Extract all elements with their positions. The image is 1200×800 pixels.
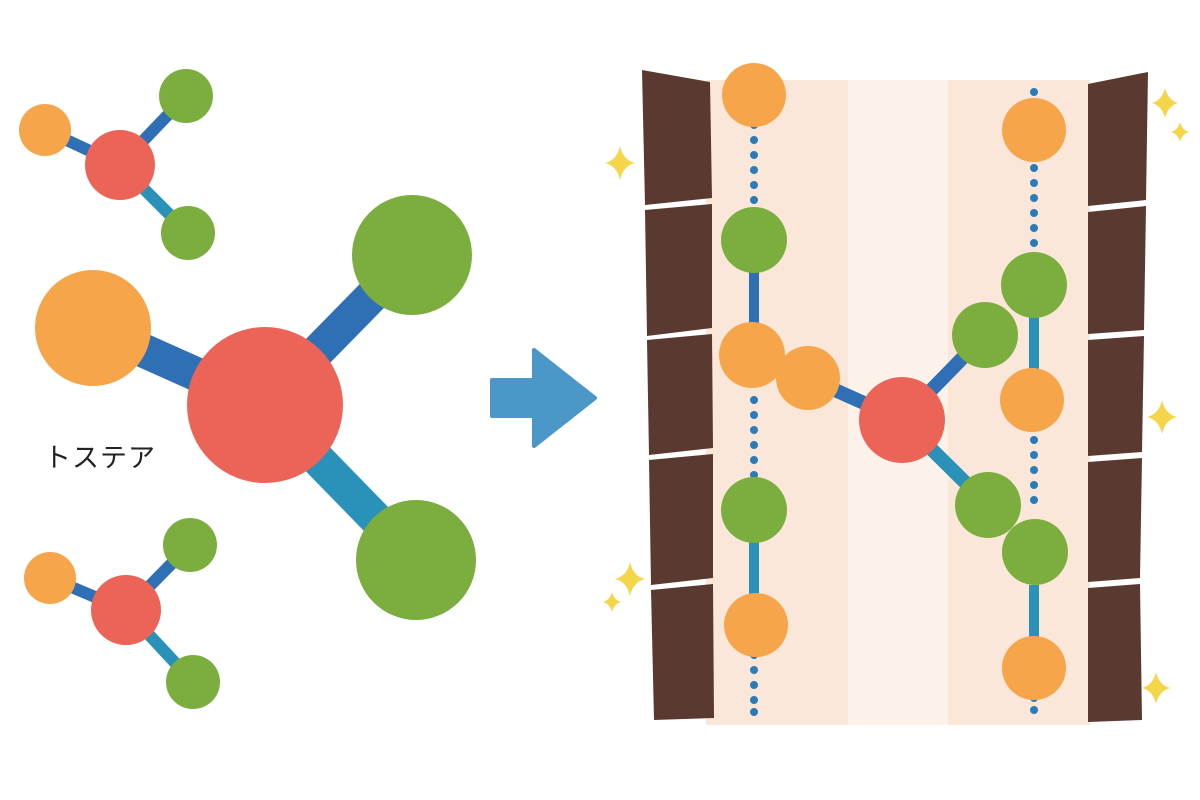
right-arrow-icon bbox=[490, 348, 597, 448]
molecule-bridge bbox=[776, 302, 1021, 538]
molecule-large-center bbox=[35, 195, 476, 620]
wall-right bbox=[1088, 72, 1148, 722]
chain-left bbox=[719, 63, 788, 716]
molecule-small-top bbox=[19, 69, 215, 260]
wall-left bbox=[642, 70, 714, 720]
chain-right bbox=[1000, 88, 1068, 714]
molecule-small-bottom bbox=[24, 518, 220, 709]
molecule-label: トステア bbox=[44, 443, 156, 474]
sparkle-icon bbox=[603, 88, 1189, 704]
